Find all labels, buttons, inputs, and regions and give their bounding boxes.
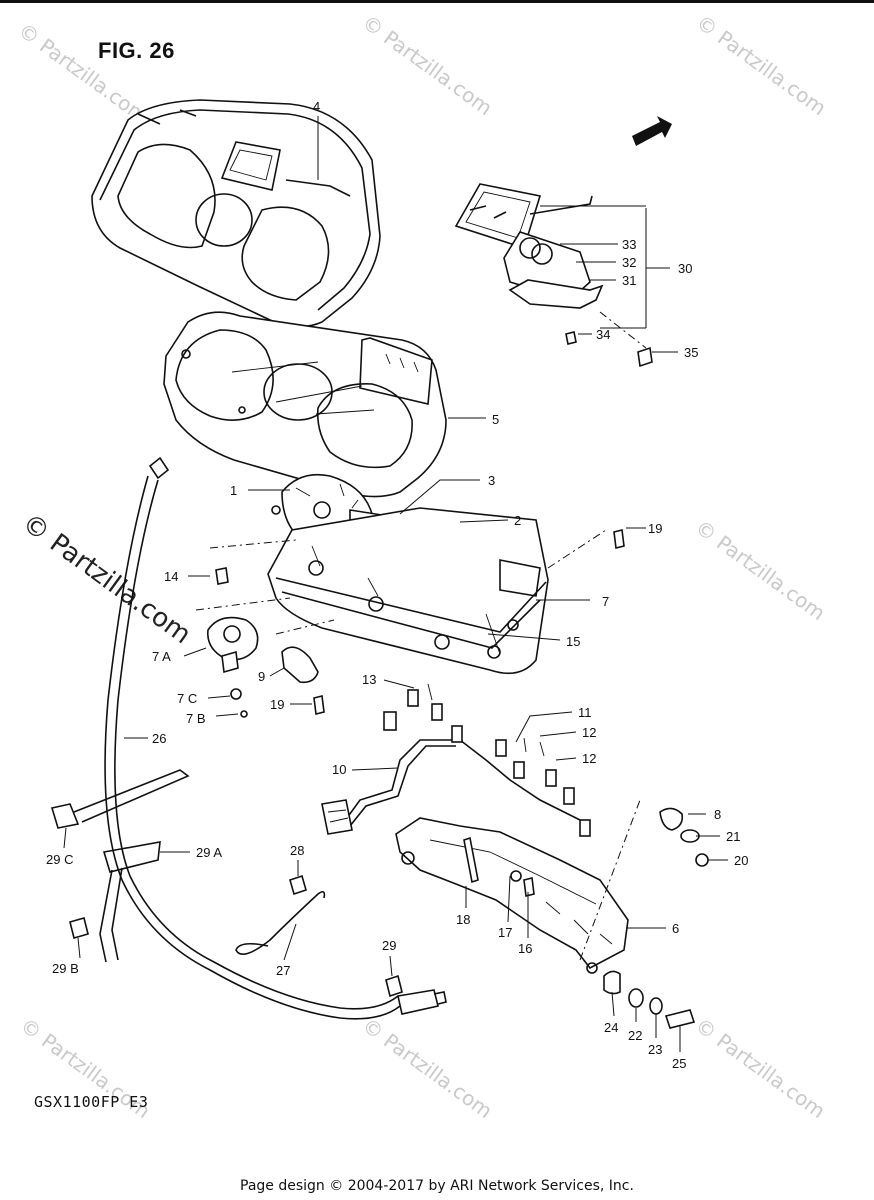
callout-8: 8 — [714, 807, 721, 822]
callout-9: 9 — [258, 669, 265, 684]
callout-16: 16 — [518, 941, 532, 956]
nut-20 — [695, 853, 709, 867]
callout-17: 17 — [498, 925, 512, 940]
screw-28 — [289, 874, 307, 896]
callout-29b: 29 B — [52, 961, 79, 976]
meter-case — [163, 311, 447, 498]
callout-15: 15 — [566, 634, 580, 649]
callout-1: 1 — [230, 483, 237, 498]
screw-19-left — [313, 695, 325, 715]
callout-5: 5 — [492, 412, 499, 427]
washer-23 — [649, 997, 663, 1015]
callout-labels: 4 5 1 3 2 7 15 14 7 A 9 7 C 7 B 19 13 10… — [46, 99, 748, 1071]
spacer-22 — [628, 988, 644, 1008]
meter-bracket — [395, 817, 629, 974]
washer-7c — [230, 688, 242, 700]
callout-12-upper: 12 — [582, 725, 596, 740]
meter-cover — [91, 99, 381, 328]
callout-11: 11 — [578, 705, 592, 720]
leader-lines — [63, 116, 728, 1052]
bolt-25 — [664, 1009, 696, 1029]
callout-2: 2 — [514, 513, 521, 528]
callout-31: 31 — [622, 273, 636, 288]
callout-4: 4 — [313, 99, 320, 114]
screw-29 — [385, 974, 403, 998]
cable-clamp — [50, 769, 190, 963]
callout-10: 10 — [332, 762, 346, 777]
callout-19-left: 19 — [270, 697, 284, 712]
callout-29: 29 — [382, 938, 396, 953]
damper-8 — [659, 807, 684, 831]
callout-13: 13 — [362, 672, 376, 687]
callout-22: 22 — [628, 1028, 642, 1043]
callout-12-lower: 12 — [582, 751, 596, 766]
callout-21: 21 — [726, 829, 740, 844]
callout-3: 3 — [488, 473, 495, 488]
callout-25: 25 — [672, 1056, 686, 1071]
ground-wire-27 — [235, 890, 326, 956]
callout-33: 33 — [622, 237, 636, 252]
callout-7c: 7 C — [177, 691, 197, 706]
callout-27: 27 — [276, 963, 290, 978]
top-border-rule — [0, 0, 874, 3]
model-code: GSX1100FP E3 — [34, 1093, 149, 1111]
figure-title: FIG. 26 — [98, 38, 175, 63]
callout-7: 7 — [602, 594, 609, 609]
callout-14: 14 — [164, 569, 178, 584]
callout-23: 23 — [648, 1042, 662, 1057]
grommet-9 — [281, 646, 319, 684]
callout-18: 18 — [456, 912, 470, 927]
callout-7a: 7 A — [152, 649, 171, 664]
callout-29a: 29 A — [196, 845, 222, 860]
callout-29c: 29 C — [46, 852, 73, 867]
callout-28: 28 — [290, 843, 304, 858]
lower-meter-case — [267, 507, 549, 675]
callout-35: 35 — [684, 345, 698, 360]
meter-cap — [207, 616, 259, 674]
wiring-harness — [321, 683, 591, 837]
lcd-display-unit — [454, 183, 653, 368]
cushion-24 — [603, 970, 621, 995]
speedometer-cable — [104, 456, 447, 1020]
callout-20: 20 — [734, 853, 748, 868]
callout-34: 34 — [596, 327, 610, 342]
page-footer: Page design © 2004-2017 by ARI Network S… — [240, 1178, 634, 1194]
screw-19-right — [613, 529, 625, 549]
screw-14 — [215, 567, 229, 585]
callout-24: 24 — [604, 1020, 618, 1035]
callout-26: 26 — [152, 731, 166, 746]
callout-32: 32 — [622, 255, 636, 270]
callout-30: 30 — [678, 261, 692, 276]
callout-6: 6 — [672, 921, 679, 936]
fwd-arrow-icon — [632, 116, 672, 146]
screw-7b — [240, 710, 248, 718]
callout-7b: 7 B — [186, 711, 206, 726]
callout-19-right: 19 — [648, 521, 662, 536]
